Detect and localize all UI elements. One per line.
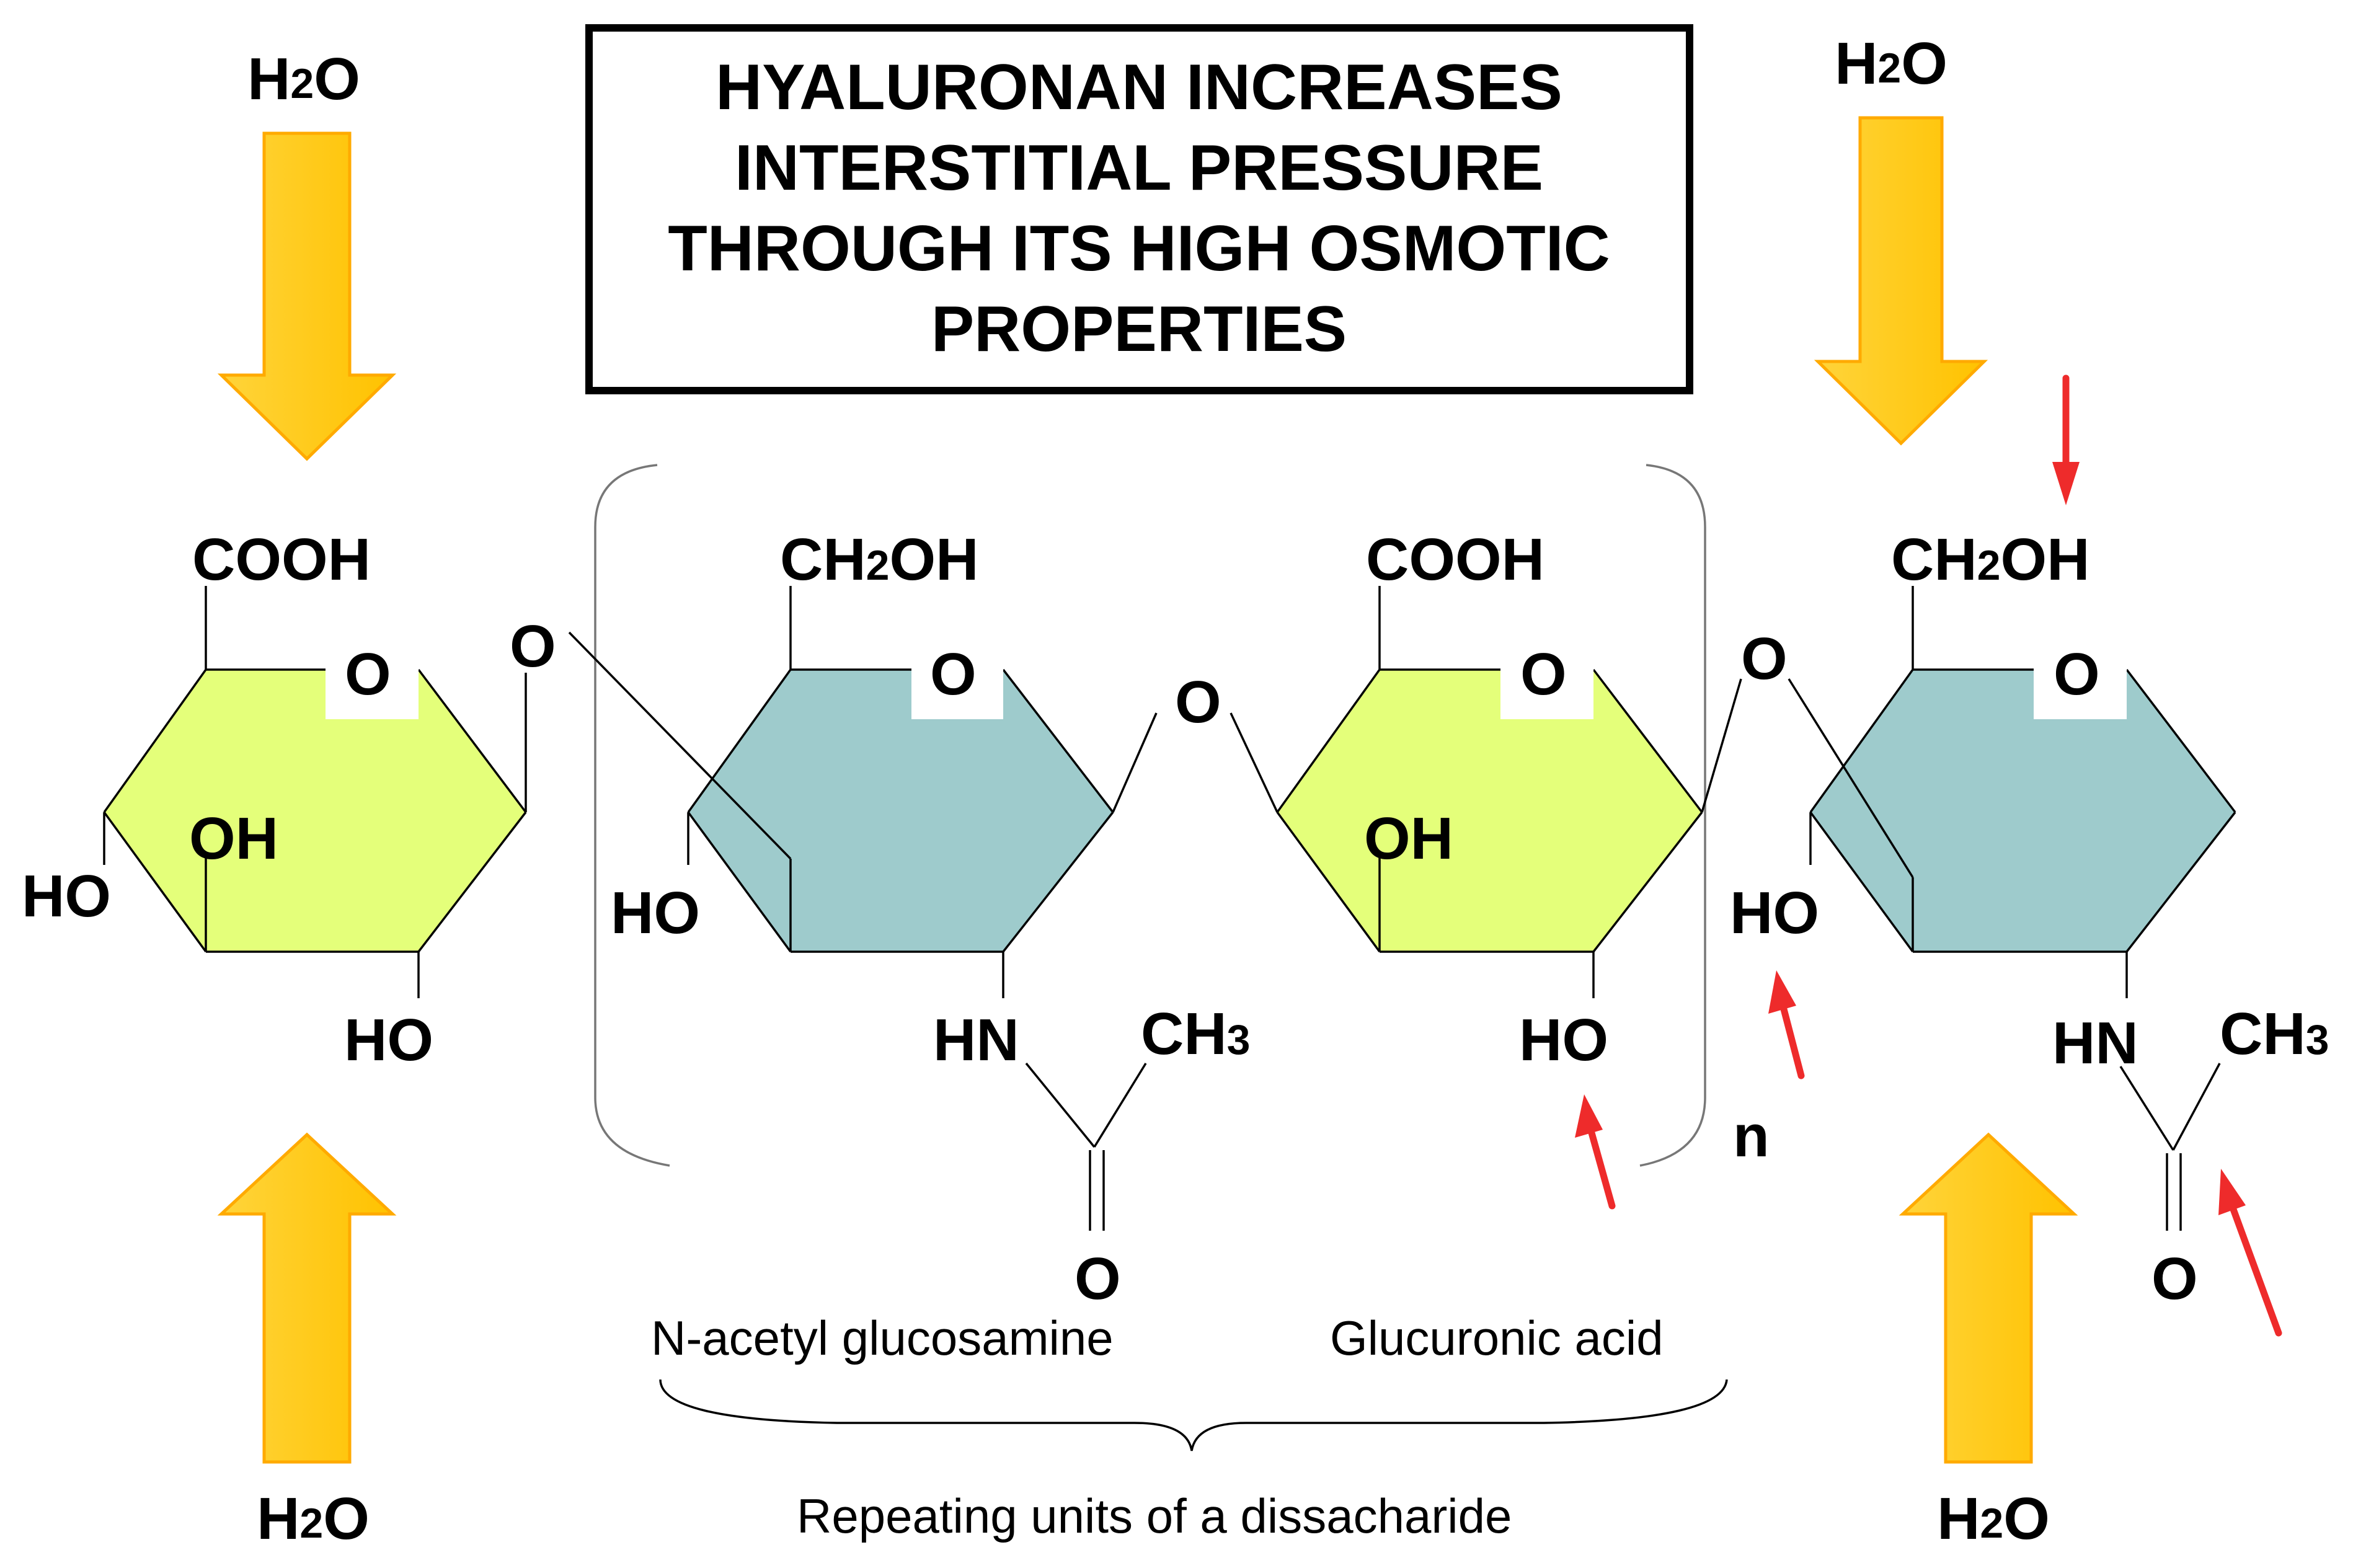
water-arrow-top-left	[217, 131, 397, 461]
water-arrow-top-right	[1814, 116, 1988, 446]
ho-label-1b: HO	[344, 1007, 433, 1073]
oh-label-2: OH	[1364, 805, 1453, 872]
title-line-1: HYALURONAN INCREASES	[716, 51, 1562, 123]
chemical-bonds	[103, 586, 2221, 1231]
label-n-acetyl-glucosamine: N-acetyl glucosamine	[651, 1311, 1114, 1365]
hn-label-1: HN	[933, 1007, 1019, 1073]
repeat-bracket	[594, 464, 1706, 1167]
carbonyl-oxygen-1: O	[1075, 1246, 1121, 1312]
water-arrow-bottom-right	[1899, 1132, 2078, 1464]
label-glucuronic-acid: Glucuronic acid	[1330, 1311, 1664, 1365]
repeat-count-n: n	[1733, 1103, 1770, 1169]
water-label-top-left: H2O	[247, 46, 360, 112]
title-line-2: INTERSTITIAL PRESSURE	[735, 132, 1543, 204]
ho-label-1a: HO	[22, 863, 111, 929]
label-repeating-units: Repeating units of a dissacharide	[797, 1489, 1512, 1543]
ring-oxygen-2: O	[930, 641, 977, 707]
ch2oh-label-2: CH2OH	[1891, 526, 2089, 593]
water-arrow-bottom-left	[217, 1132, 397, 1464]
highlight-arrow-ho-right	[1768, 970, 1805, 1079]
title-line-4: PROPERTIES	[931, 293, 1347, 365]
ring-oxygen-3: O	[1520, 641, 1567, 707]
title-box: HYALURONAN INCREASES INTERSTITIAL PRESSU…	[585, 24, 1693, 394]
water-label-bottom-left: H2O	[257, 1486, 370, 1552]
water-label-top-right: H2O	[1835, 30, 1948, 97]
glycosidic-oxygen-1: O	[510, 613, 556, 680]
glycosidic-oxygen-2: O	[1175, 669, 1221, 735]
carbonyl-oxygen-2: O	[2151, 1246, 2198, 1312]
highlight-arrow-ch2oh	[2052, 374, 2080, 505]
highlight-arrow-carbonyl	[2218, 1169, 2282, 1337]
ring-oxygen-1: O	[345, 641, 391, 707]
ch3-label-2: CH3	[2220, 1001, 2329, 1067]
ho-label-4: HO	[1730, 880, 1819, 946]
cooh-label-1: COOH	[192, 526, 371, 593]
ch3-label-1: CH3	[1141, 1001, 1250, 1067]
cooh-label-2: COOH	[1366, 526, 1544, 593]
ch2oh-label-1: CH2OH	[780, 526, 978, 593]
ho-label-3: HO	[1519, 1007, 1608, 1073]
glycosidic-oxygen-3: O	[1741, 626, 1788, 692]
sugar-ring-glucuronic-middle	[1276, 651, 1703, 953]
title-line-3: THROUGH ITS HIGH OSMOTIC	[668, 213, 1610, 285]
highlight-arrow-ho-middle	[1575, 1094, 1616, 1210]
hn-label-2: HN	[2052, 1010, 2138, 1076]
sugar-ring-glucuronic-left	[103, 651, 527, 953]
sugar-ring-glucosamine-middle	[687, 651, 1114, 953]
water-label-bottom-right: H2O	[1937, 1486, 2050, 1552]
sugar-ring-glucosamine-right	[1809, 651, 2236, 953]
ring-oxygen-4: O	[2054, 641, 2100, 707]
oh-label-1: OH	[189, 805, 278, 872]
ho-label-2: HO	[611, 880, 700, 946]
repeat-brace	[659, 1379, 1728, 1451]
